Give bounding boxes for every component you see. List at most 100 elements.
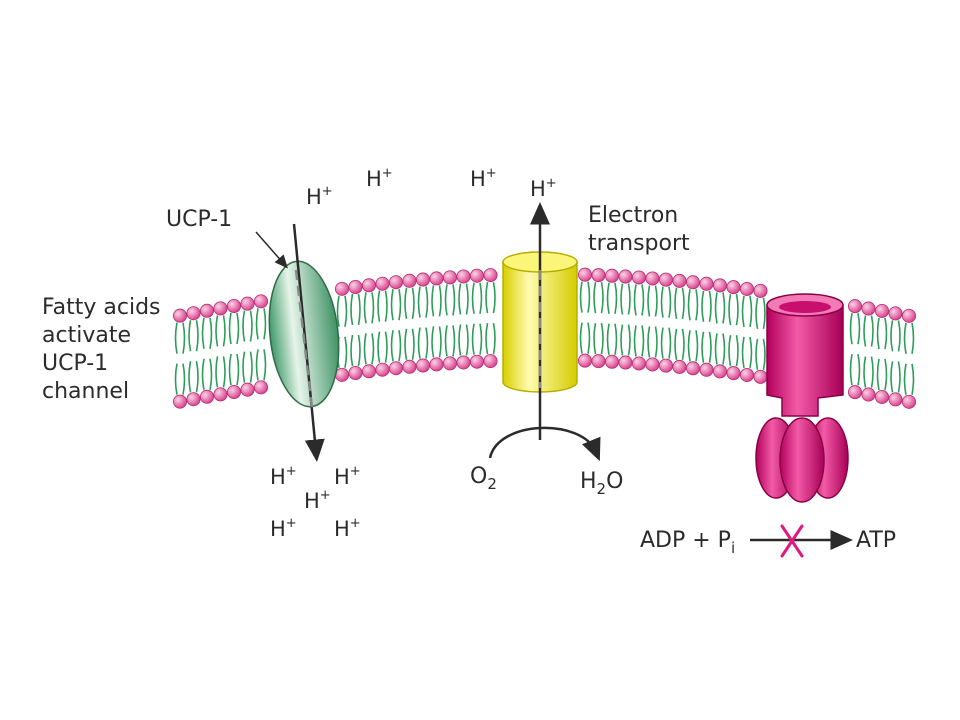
lipid-head [875,303,890,318]
lipid-tail [390,330,394,362]
lipid-head [699,276,714,291]
lipid-head [483,354,498,369]
lipid-head [902,308,917,323]
lipid-tail [479,282,483,314]
lipid-head [456,355,471,370]
lipid-tail [398,330,402,362]
adp-pi-label: ADP + Pi [640,528,735,557]
lipid-tail [884,358,888,391]
lipid-tail [425,327,429,359]
lipid-head [483,268,498,283]
lipid-tail [714,333,718,365]
lipid-tail [708,290,712,322]
lipid-tail [633,284,637,316]
lipid-tail [215,356,219,388]
lipid-tail [452,325,456,357]
lipid-head [888,392,903,407]
lipid-head [388,361,403,376]
atp-synthase [755,293,849,503]
lipid-tail [728,334,732,367]
lipid-tail [222,356,226,388]
o2-label: O2 [470,464,497,493]
lipid-head [199,389,214,404]
lipid-tail [674,287,678,320]
lipid-head [361,364,376,379]
lipid-tail [444,325,448,357]
lipid-head [402,273,417,288]
lipid-head [213,387,228,402]
lipid-head [213,301,228,316]
atp-synthesis-blocked: ADP + Pi ATP [640,524,896,558]
svg-text:UCP-1: UCP-1 [42,351,108,376]
lipid-tail [614,282,618,314]
lipid-head [388,275,403,290]
lipid-tail [890,361,894,393]
lipid-head [172,394,187,409]
electron-transport-label-line2: transport [588,231,690,256]
lipid-tail [660,286,664,318]
lipid-tail [263,349,267,381]
svg-text:activate: activate [42,323,131,348]
lipid-tail [695,289,699,321]
lipid-tail [452,284,456,316]
lipid-tail [479,323,483,355]
atp-synthase-opening [779,301,831,313]
electron-transport-label-line1: Electron [588,203,678,228]
svg-text:Fatty acids: Fatty acids [42,295,161,320]
proton-label-5: H+ [270,464,297,489]
lipid-head [375,276,390,291]
lipid-tail [384,331,388,363]
lipid-tail [903,322,907,354]
lipid-tail [620,324,624,356]
lipid-tail [236,312,240,345]
ucp1-pointer-arrow [255,231,288,269]
lipid-head [186,392,201,407]
lipid-tail [377,290,381,322]
lipid-head [469,268,484,283]
lipid-head [605,268,620,283]
lipid-head [591,354,606,369]
lipid-tail [350,334,354,367]
lipid-tail [579,322,583,354]
lipid-head [618,269,633,284]
h2o-label: H2O [580,469,623,498]
lipid-tail [668,327,672,359]
lipid-tail [444,284,448,316]
lipid-tail [593,281,597,314]
lipid-head [442,356,457,371]
lipid-tail [741,295,745,328]
atp-synthase-fo-stalk [766,304,844,417]
lipid-tail [404,328,408,360]
lipid-head [429,271,444,286]
lipid-tail [897,361,901,393]
lipid-head [618,355,633,370]
lipid-tail [363,292,367,324]
lipid-tail [404,287,408,319]
lipid-tail [606,282,610,314]
lipid-tail [735,293,739,326]
lipid-tail [174,363,178,395]
lipid-tail [911,363,915,395]
lipid-tail [195,320,199,352]
lipid-tail [863,356,867,388]
lipid-head [186,306,201,321]
lipid-tail [458,324,462,356]
lipid-tail [431,326,435,358]
lipid-head [605,354,620,369]
lipid-tail [471,323,475,355]
lipid-tail [579,281,583,313]
lipid-tail [600,281,604,314]
lipid-head [740,281,755,296]
lipid-tail [458,283,462,315]
lipid-head [902,394,917,409]
lipid-head [172,308,187,323]
lipid-tail [431,285,435,317]
lipid-tail [465,324,469,356]
lipid-tail [209,317,213,349]
lipid-tail [870,356,874,388]
proton-label-8: H+ [270,516,297,541]
lipid-head [632,270,647,285]
lipid-tail [587,281,591,313]
lipid-tail [903,363,907,395]
lipid-head [578,267,593,282]
